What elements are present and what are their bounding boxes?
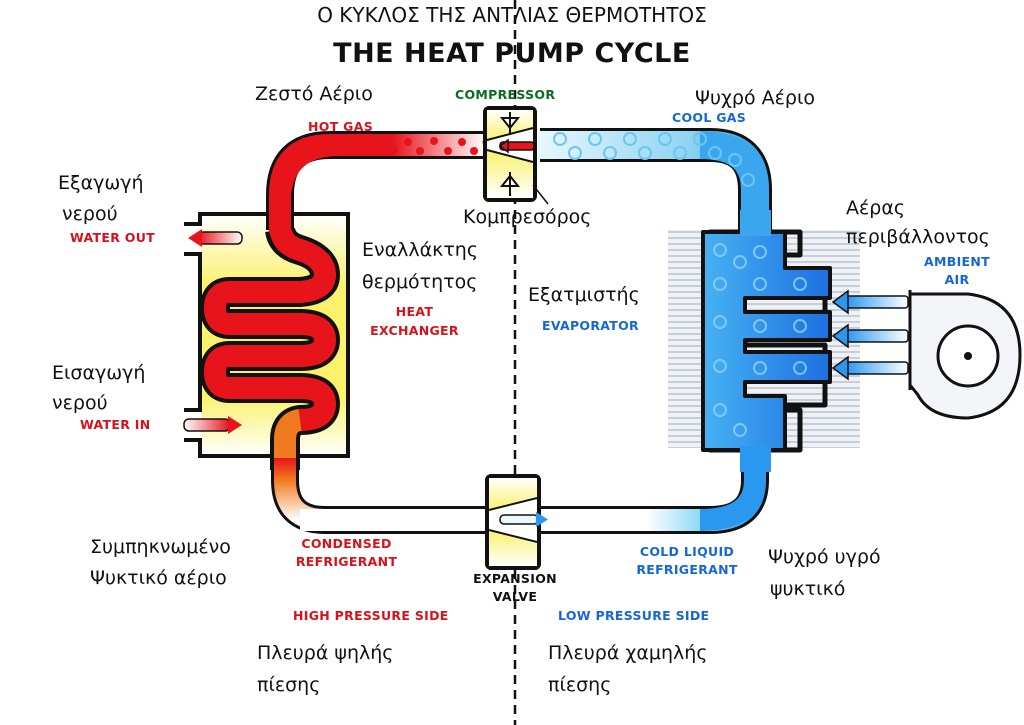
cool-gas-pipe [538,128,772,234]
fan-blower-icon [908,290,1022,420]
cold-liquid-label-greek-2: ψυκτικό [770,578,846,600]
water-out-label-greek-2: νερού [62,203,118,225]
cool-gas-particles [553,132,755,187]
high-pressure-label-greek-2: πίεσης [257,674,321,696]
water-in-label-english: WATER IN [80,417,151,432]
condenser-coil [200,226,340,470]
heat-exchanger-label-greek-2: θερμότητος [362,271,478,293]
evaporator-coil [701,210,832,472]
expansion-valve-label-english-2: VALVE [492,589,538,604]
hot-gas-pipe [266,131,485,232]
condensed-refrigerant-pipe [271,458,492,534]
high-pressure-label-greek-1: Πλευρά ψηλής [257,642,394,664]
high-pressure-label-english: HIGH PRESSURE SIDE [293,608,449,623]
hot-gas-label-english: HOT GAS [308,119,374,134]
water-out-label-greek-1: Εξαγωγή [58,172,144,194]
condensed-refrigerant-label-greek-2: Ψυκτικό αέριο [90,567,227,589]
condensed-refrigerant-label-greek-1: Συμπηκνωμένο [90,536,231,558]
low-pressure-label-english: LOW PRESSURE SIDE [558,608,710,623]
water-in-label-greek-1: Εισαγωγή [52,362,146,384]
ambient-air-label-greek-1: Αέρας [846,197,906,219]
ambient-air-arrows [831,289,909,381]
compressor-valve-icon [483,106,549,205]
expansion-valve-icon [485,474,548,570]
title-greek: Ο ΚΥΚΛΟΣ ΤΗΣ ΑΝΤΛΙΑΣ ΘΕΡΜΟΤΗΤΟΣ [317,3,707,27]
water-out-arrow [188,229,243,247]
low-pressure-label-greek-2: πίεσης [548,674,612,696]
ambient-air-label-english-1: AMBIENT [924,254,990,269]
hot-gas-label-greek: Ζεστό Αέριο [255,83,373,105]
evaporator-label-greek: Εξατμιστής [528,284,640,306]
evaporator-label-english: EVAPORATOR [542,318,639,333]
cold-liquid-label-english-2: REFRIGERANT [636,562,738,577]
title-english: THE HEAT PUMP CYCLE [333,38,691,69]
heat-exchanger-label-greek-1: Εναλλάκτης [362,239,478,261]
expansion-valve-label-english-1: EXPANSION [473,571,557,586]
cold-liquid-label-english-1: COLD LIQUID [639,544,735,559]
cool-gas-label-greek: Ψυχρό Αέριο [695,87,816,109]
condensed-refrigerant-label-english-1: CONDENSED [301,536,392,551]
heat-exchanger-label-english-1: HEAT [395,304,434,319]
low-pressure-label-greek-1: Πλευρά χαμηλής [548,642,708,664]
compressor-label-greek: Κομπρεσόρος [463,206,592,228]
cold-liquid-label-greek-1: Ψυχρό υγρό [768,546,881,568]
water-out-label-english: WATER OUT [70,230,155,245]
evaporator-particles [713,243,807,437]
compressor-label-english: COMPRESSOR [455,87,556,102]
hot-gas-particles [376,137,490,155]
ambient-air-label-greek-2: περιβάλλοντος [846,226,990,248]
water-in-label-greek-2: νερού [52,392,108,414]
heat-exchanger-label-english-2: EXCHANGER [370,323,459,338]
cool-gas-label-english: COOL GAS [672,110,747,125]
condensed-refrigerant-label-english-2: REFRIGERANT [295,554,398,569]
ambient-air-label-english-2: AIR [944,272,970,287]
water-in-arrow [183,416,242,434]
cold-liquid-pipe [538,438,769,534]
